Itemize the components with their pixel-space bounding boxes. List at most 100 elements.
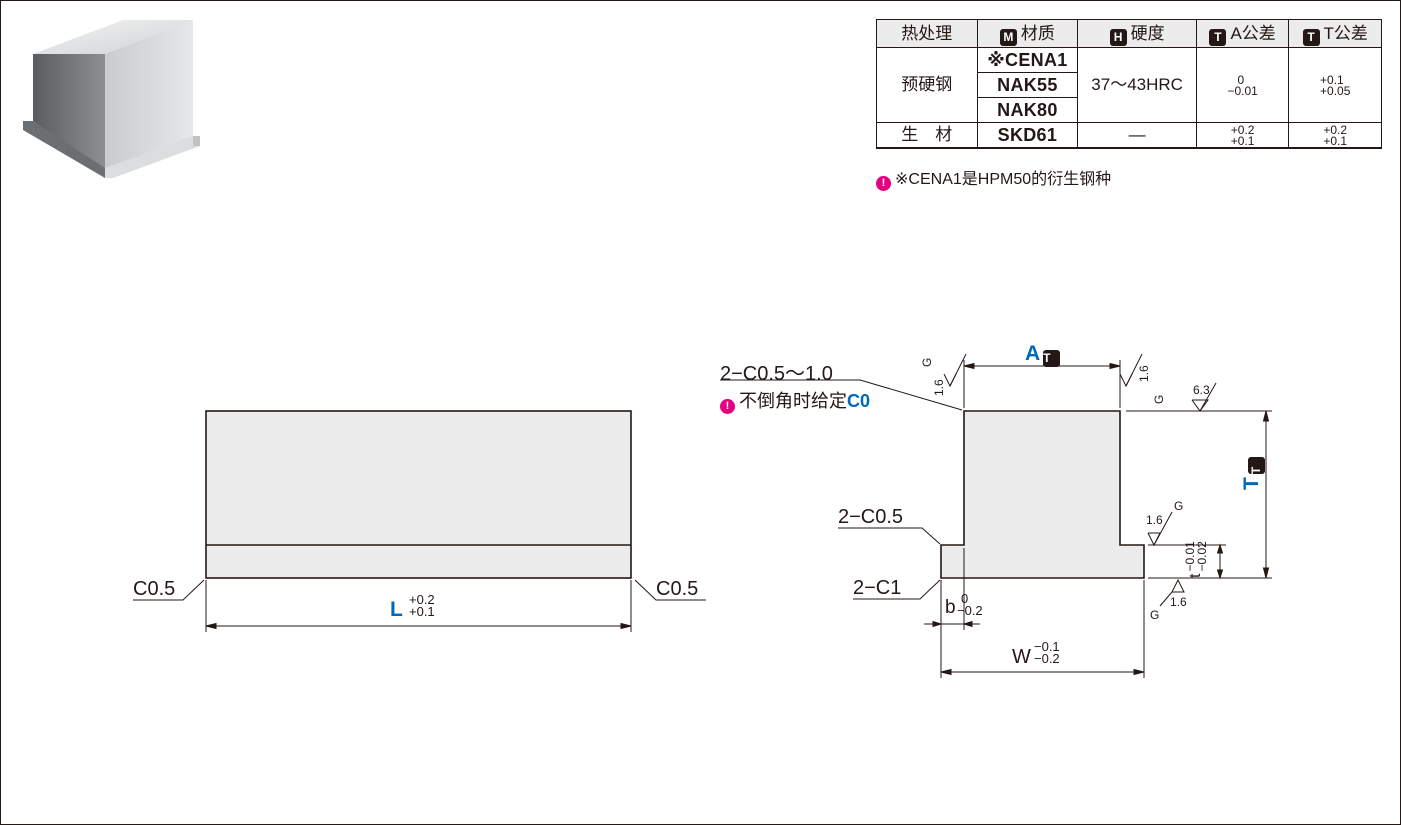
roughness-symbol-icon xyxy=(1159,591,1173,607)
t-small-label: t xyxy=(1187,573,1205,578)
t-label-text: T xyxy=(1240,477,1263,490)
step-chamfer-label: 2−C0.5 xyxy=(838,506,904,528)
a-tol-tag-icon: T xyxy=(1209,28,1227,46)
b-tol-upper: 0 xyxy=(961,591,969,606)
arrow-icon xyxy=(1109,362,1121,370)
a-tol-upper: 0 xyxy=(1237,72,1245,87)
grind-label: G xyxy=(920,357,934,367)
roughness-symbol-icon xyxy=(1147,532,1161,547)
left-chamfer-label: C0.5 xyxy=(133,578,176,600)
t-tol-header-label: T公差 xyxy=(1323,23,1368,43)
bottom-chamfer-label: 2−C1 xyxy=(853,577,902,599)
material-tag-icon: M xyxy=(999,28,1017,46)
arrow-icon xyxy=(205,622,217,630)
a-tol-lower: +0.1 xyxy=(1230,133,1255,148)
t-tol-lower: +0.1 xyxy=(1323,133,1348,148)
material-cell: NAK80 xyxy=(976,97,1079,123)
front-view-body xyxy=(205,410,632,579)
material-note-text: ※CENA1是HPM50的衍生钢种 xyxy=(895,171,1112,188)
front-view xyxy=(133,410,706,632)
material-cell: ※CENA1 xyxy=(976,47,1079,73)
left-chamfer-leader xyxy=(133,579,205,601)
w-tol-lower: −0.2 xyxy=(1034,651,1060,666)
b-label: b xyxy=(945,597,956,618)
material-header-label: 材质 xyxy=(1020,23,1055,43)
side-view xyxy=(720,353,1272,678)
bulb-icon: ! xyxy=(876,176,891,191)
t-small-lower: −0.02 xyxy=(1195,541,1209,572)
arrow-icon xyxy=(1216,569,1224,580)
grind-label: G xyxy=(1174,499,1184,513)
roughness-symbol-icon xyxy=(949,353,967,387)
length-tolerance: +0.2+0.1 xyxy=(409,592,435,619)
hardness-tag-icon: H xyxy=(1109,28,1127,46)
material-cell: SKD61 xyxy=(976,122,1079,149)
top-chamfer-leader xyxy=(720,379,963,411)
t-tol-tag-icon: T xyxy=(1302,28,1320,46)
length-label: L xyxy=(390,598,403,621)
roughness-symbol-icon xyxy=(1199,382,1217,412)
a-tol-lower: −0.01 xyxy=(1227,83,1258,98)
arrow-icon xyxy=(620,622,632,630)
table-row: 生 材 SKD61 — +0.2+0.1 +0.2+0.1 xyxy=(876,122,1382,149)
product-block-image xyxy=(23,20,200,178)
a-tol-values: +0.2+0.1 xyxy=(1230,122,1255,148)
arrow-icon xyxy=(940,668,952,676)
w-tolerance: −0.1−0.2 xyxy=(1034,639,1060,666)
table-row: 预硬钢 ※CENA1 37～43HRC 0−0.01 +0.1+0.05 xyxy=(876,47,1382,123)
roughness-symbol-icon xyxy=(1191,399,1209,412)
t-tol-cell: +0.2+0.1 xyxy=(1288,122,1382,149)
table-row: NAK80 xyxy=(877,97,1382,123)
step-chamfer-leader xyxy=(838,527,941,545)
t-tol-cell: +0.1+0.05 xyxy=(1288,47,1382,123)
roughness-label: 1.6 xyxy=(1170,595,1187,609)
roughness-symbol-icon xyxy=(1153,511,1173,546)
arrow-icon xyxy=(1262,567,1270,579)
arrow-icon xyxy=(963,362,975,370)
grind-label: G xyxy=(1152,394,1166,404)
t-tol-upper: +0.1 xyxy=(1320,72,1344,87)
side-view-body xyxy=(940,410,1145,579)
top-chamfer-note: ! 不倒角时给定C0 xyxy=(720,387,870,414)
t-dimension-label: TT xyxy=(1240,453,1265,490)
a-tol-values: 0−0.01 xyxy=(1227,72,1258,98)
t-tag-icon: T xyxy=(1248,457,1265,475)
b-tol-lower: −0.2 xyxy=(957,603,983,618)
a-tol-upper: +0.2 xyxy=(1230,122,1255,137)
t-tol-values: +0.1+0.05 xyxy=(1320,72,1350,97)
hardness-cell: 37～43HRC xyxy=(1077,47,1197,123)
arrow-icon xyxy=(932,620,943,628)
material-note: ! ※CENA1是HPM50的衍生钢种 xyxy=(876,165,1111,191)
grind-label: G xyxy=(1150,608,1160,622)
top-chamfer-note-text: 不倒角时给定 xyxy=(739,391,847,411)
roughness-label: 1.6 xyxy=(932,379,946,396)
roughness-label-63: 6.3 xyxy=(1193,383,1210,397)
a-tol-cell: +0.2+0.1 xyxy=(1195,122,1290,149)
roughness-label: 1.6 xyxy=(1146,513,1163,527)
hardness-cell: — xyxy=(1077,122,1197,149)
b-tolerance: 0−0.2 xyxy=(957,591,983,618)
arrow-icon xyxy=(1133,668,1145,676)
length-tol-upper: +0.2 xyxy=(409,592,435,607)
w-label: W xyxy=(1012,646,1031,668)
right-chamfer-leader xyxy=(634,579,706,601)
bottom-chamfer-leader xyxy=(853,579,941,600)
arrow-icon xyxy=(1262,410,1270,422)
top-chamfer-note-value: C0 xyxy=(847,391,871,411)
roughness-symbol-icon xyxy=(1119,373,1133,388)
arrow-icon xyxy=(1216,543,1224,554)
roughness-symbol-icon xyxy=(1171,578,1185,593)
bulb-icon: ! xyxy=(720,399,735,414)
w-tol-upper: −0.1 xyxy=(1034,639,1060,654)
right-chamfer-label: C0.5 xyxy=(656,578,699,600)
length-tol-lower: +0.1 xyxy=(409,604,435,619)
t-small-dimension: t−0.01−0.02 xyxy=(1183,541,1209,578)
a-tol-cell: 0−0.01 xyxy=(1195,47,1290,123)
